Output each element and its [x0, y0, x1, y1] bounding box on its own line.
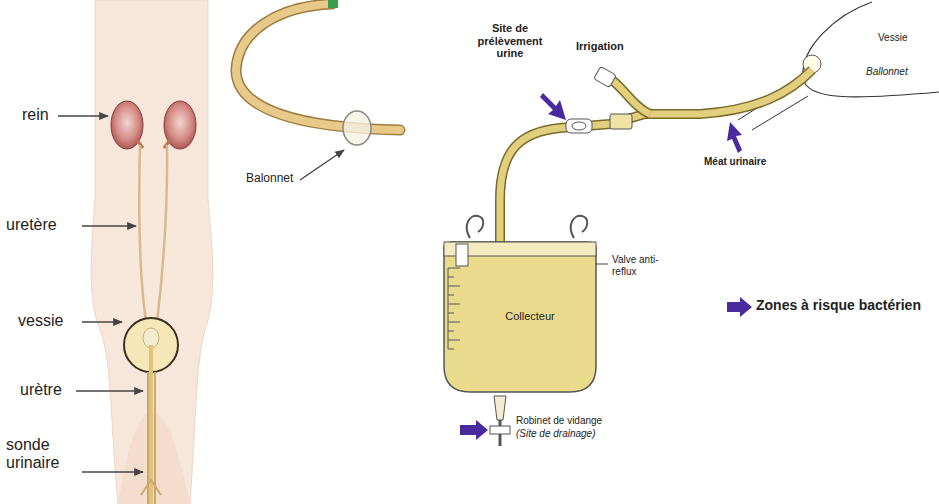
drainage-tubing: [500, 66, 812, 248]
organ-label: urètre: [20, 381, 62, 399]
zone-label: Irrigation: [576, 40, 624, 53]
device-label: Robinet de vidange: [516, 415, 602, 427]
organ-label: rein: [22, 106, 49, 124]
device-label: (Site de drainage): [516, 428, 596, 440]
bag-label: Collecteur: [505, 310, 555, 322]
body-figure: [91, 0, 213, 504]
organ-label: uretère: [6, 216, 57, 234]
organ-label: Vessie: [878, 32, 907, 44]
leader-lines: [58, 116, 344, 472]
collector-bag: Collecteur: [440, 240, 600, 396]
legend-text: Zones à risque bactérien: [756, 297, 921, 313]
bladder-outline: [738, 2, 939, 130]
catheter-tip: [236, 0, 400, 145]
device-label: Valve anti-reflux: [612, 254, 670, 277]
legend-swatch: [727, 297, 752, 317]
zone-label: Site de prélèvement urine: [470, 22, 550, 60]
zone-label: Méat urinaire: [704, 156, 766, 168]
device-label: sonde urinaire: [6, 436, 78, 473]
organ-label: vessie: [18, 312, 63, 330]
legend-entry: Zones à risque bactérien: [756, 297, 921, 313]
device-label: Balonnet: [246, 172, 293, 186]
device-label: Ballonnet: [866, 66, 908, 78]
